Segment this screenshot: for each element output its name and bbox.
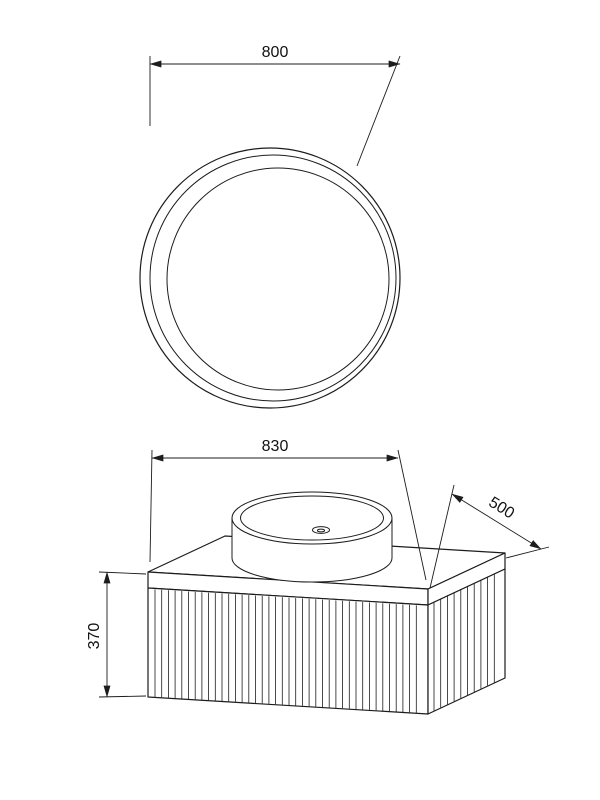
sink-rim-inner bbox=[240, 495, 384, 541]
dimension-label-mirror-diameter: 800 bbox=[262, 44, 289, 61]
extension-line bbox=[98, 695, 147, 698]
extension-line bbox=[356, 55, 401, 167]
sink-silhouette bbox=[232, 492, 392, 582]
extension-line bbox=[149, 449, 153, 563]
vessel-sink bbox=[231, 491, 393, 583]
sink-drain-hole-inner bbox=[316, 528, 326, 533]
dimension-cabinet-width: 830 bbox=[149, 438, 427, 581]
extension-line bbox=[98, 571, 147, 575]
dimension-label-cabinet-height: 370 bbox=[86, 623, 103, 650]
mirror-glass-edge bbox=[166, 167, 390, 391]
dimension-label-cabinet-width: 830 bbox=[262, 438, 289, 455]
round-mirror bbox=[139, 147, 401, 409]
mirror-frame-edge bbox=[149, 154, 397, 402]
dimension-mirror-diameter: 800 bbox=[149, 44, 401, 167]
fluting-side-face bbox=[433, 573, 495, 711]
dimension-cabinet-height: 370 bbox=[86, 571, 147, 698]
sink-bottom-curve bbox=[231, 557, 393, 583]
sink-drain-hole bbox=[312, 526, 330, 534]
sink-rim-outer bbox=[231, 491, 393, 545]
extension-line bbox=[505, 546, 550, 559]
cabinet-front-face bbox=[147, 587, 429, 715]
extension-line bbox=[429, 484, 455, 589]
extension-line bbox=[397, 449, 427, 581]
dimension-line bbox=[451, 493, 542, 550]
fluting-front-face bbox=[154, 589, 417, 713]
mirror-outer-rim bbox=[139, 147, 401, 409]
